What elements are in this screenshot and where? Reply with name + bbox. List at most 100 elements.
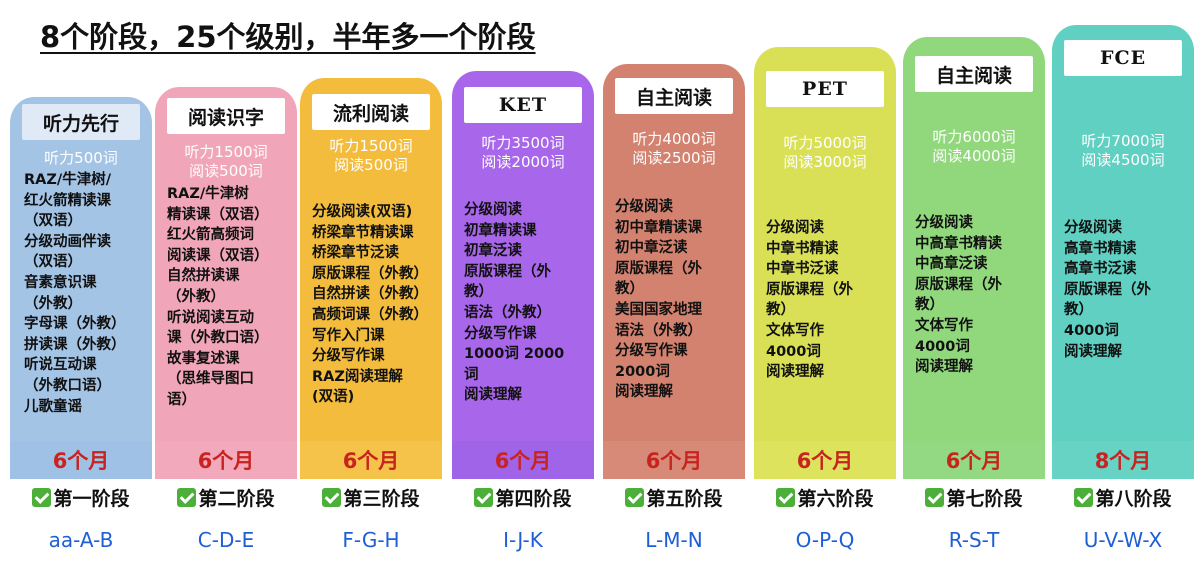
course-item: 原版课程（外 — [615, 260, 702, 277]
course-item: 原版课程（外 — [464, 263, 551, 280]
level-range: I-J-K — [503, 528, 543, 552]
stage-card — [450, 71, 596, 441]
course-item: 阅读理解 — [464, 387, 522, 404]
course-item: 初章精读课 — [464, 222, 537, 239]
course-item: 自然拼读（外教） — [312, 286, 428, 303]
stage-title: 阅读识字 — [167, 98, 285, 134]
duration-band: 6个月 — [901, 441, 1047, 479]
stage-card — [601, 64, 747, 441]
stage-label: 第四阶段 — [450, 482, 596, 512]
vocab-targets: 听力6000词阅读4000词 — [907, 128, 1041, 166]
course-item: 儿歌童谣 — [24, 398, 82, 415]
vocab-line: 听力500词 — [44, 149, 118, 167]
stage-label: 第七阶段 — [901, 482, 1047, 512]
course-item: 教） — [464, 284, 493, 301]
course-item: 阅读理解 — [615, 384, 673, 401]
course-item: 分级阅读 — [615, 199, 673, 215]
course-item: 分级写作课 — [615, 343, 688, 360]
course-item: RAZ/牛津树/ — [24, 172, 111, 188]
level-range: R-S-T — [948, 528, 1000, 552]
stage-card — [298, 78, 444, 441]
stage-label: 第八阶段 — [1050, 482, 1196, 512]
course-list: 分级阅读初中章精读课初中章泛读原版课程（外教）美国国家地理语法（外教）分级写作课… — [615, 197, 743, 403]
level-range: F-G-H — [342, 528, 400, 552]
course-item: 红火箭高频词 — [167, 227, 254, 244]
level-range: C-D-E — [197, 528, 255, 552]
course-item: （外教） — [24, 295, 82, 312]
vocab-line: 阅读4500词 — [1081, 151, 1165, 169]
duration-band: 8个月 — [1050, 441, 1196, 479]
stage-label-text: 第五阶段 — [646, 487, 723, 510]
course-item: 文体写作 — [766, 322, 824, 339]
vocab-line: 听力5000词 — [783, 134, 867, 152]
course-item: 高章书泛读 — [1064, 261, 1137, 278]
course-item: 中高章书精读 — [915, 235, 1002, 252]
stage-label-text: 第六阶段 — [797, 487, 874, 510]
stage-label-text: 第四阶段 — [495, 487, 572, 510]
course-item: 高频词课（外教） — [312, 306, 428, 323]
vocab-targets: 听力7000词阅读4500词 — [1056, 132, 1190, 170]
vocab-line: 听力6000词 — [932, 128, 1016, 146]
course-item: RAZ阅读理解 — [312, 368, 403, 385]
course-item: 原版课程（外教） — [312, 265, 428, 282]
course-item: 4000词 — [1064, 322, 1119, 339]
course-item: 原版课程（外 — [915, 276, 1002, 293]
course-item: 初章泛读 — [464, 243, 522, 260]
course-item: 中章书泛读 — [766, 261, 839, 278]
course-item: 教） — [915, 297, 944, 314]
course-item: 原版课程（外 — [766, 281, 853, 298]
course-item: 红火箭精读课 — [24, 192, 111, 209]
page-title: 8个阶段，25个级别，半年多一个阶段 — [40, 20, 536, 54]
course-item: 1000词 2000 — [464, 346, 565, 363]
course-item: 语法（外教） — [464, 304, 551, 321]
course-item: 分级写作课 — [312, 348, 385, 365]
course-item: 教） — [1064, 302, 1093, 319]
stage-label-text: 第一阶段 — [53, 487, 130, 510]
stage-card — [901, 37, 1047, 441]
vocab-line: 阅读500词 — [189, 162, 263, 180]
vocab-line: 听力1500词 — [184, 143, 268, 161]
course-list: RAZ/牛津树/红火箭精读课（双语）分级动画伴读（双语）音素意识课（外教）字母课… — [24, 170, 150, 417]
duration-band: 6个月 — [153, 441, 299, 479]
stage-title: 流利阅读 — [312, 94, 430, 130]
vocab-targets: 听力500词 — [14, 149, 148, 168]
course-item: 原版课程（外 — [1064, 281, 1151, 298]
duration-band: 6个月 — [752, 441, 898, 479]
course-item: 中高章泛读 — [915, 256, 988, 273]
stage-card — [1050, 25, 1196, 441]
course-item: 文体写作 — [915, 317, 973, 334]
course-item: 听说互动课 — [24, 357, 97, 374]
stage-title: PET — [766, 71, 884, 107]
course-list: 分级阅读(双语) 桥梁章节精读课桥梁章节泛读原版课程（外教） 自然拼读（外教） 高频词… — [312, 202, 440, 408]
checkmark-icon — [322, 487, 342, 507]
course-item: 教） — [615, 281, 644, 298]
duration-band: 6个月 — [450, 441, 596, 479]
course-list: 分级阅读高章书精读高章书泛读原版课程（外教）4000词阅读理解 — [1064, 218, 1192, 362]
vocab-line: 阅读2500词 — [632, 149, 716, 167]
course-item: 阅读理解 — [1064, 343, 1122, 360]
course-item: 4000词 — [766, 343, 821, 360]
stage-title: 自主阅读 — [615, 78, 733, 114]
stage-label: 第一阶段 — [8, 482, 154, 512]
course-item: 初中章泛读 — [615, 240, 688, 257]
vocab-targets: 听力5000词阅读3000词 — [758, 134, 892, 172]
course-item: 分级写作课 — [464, 325, 537, 342]
course-item: 美国国家地理 — [615, 301, 702, 318]
course-item: 分级动画伴读 — [24, 233, 111, 250]
course-item: 桥梁章节泛读 — [312, 245, 399, 262]
duration-band: 6个月 — [8, 441, 154, 479]
course-item: 分级阅读(双语) — [312, 204, 413, 220]
course-item: 写作入门课 — [312, 327, 385, 344]
vocab-targets: 听力3500词阅读2000词 — [456, 134, 590, 172]
course-item: 桥梁章节精读课 — [312, 224, 414, 241]
course-item: 高章书精读 — [1064, 240, 1137, 257]
course-item: 2000词 — [615, 363, 670, 380]
course-item: (双语) — [312, 389, 355, 406]
vocab-line: 阅读2000词 — [481, 153, 565, 171]
level-range: U-V-W-X — [1083, 528, 1163, 552]
stage-label-text: 第二阶段 — [198, 487, 275, 510]
course-item: 音素意识课 — [24, 274, 97, 291]
course-item: RAZ/牛津树 — [167, 186, 249, 202]
